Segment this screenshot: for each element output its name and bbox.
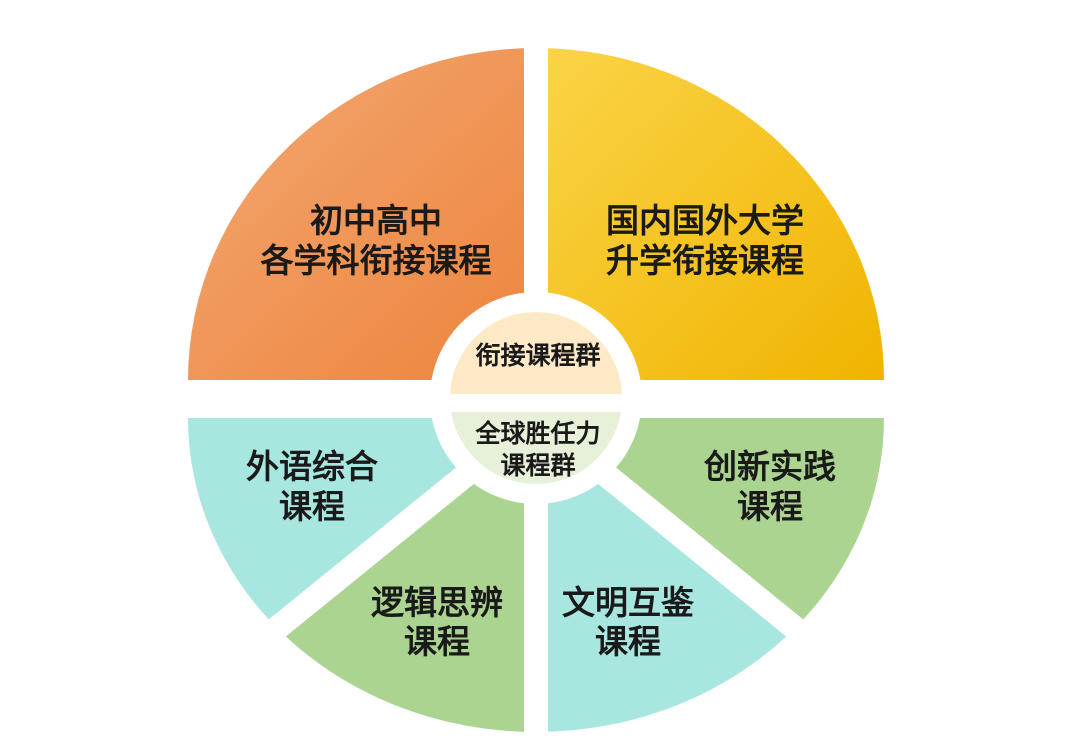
segment-label: 课程: [595, 622, 661, 661]
segment-label: 逻辑思辨: [371, 583, 503, 622]
segment-label: 国内国外大学: [606, 201, 804, 240]
center-top: [450, 312, 622, 394]
segment-middle-high-school: [188, 48, 536, 380]
segment-civilization: [536, 418, 795, 733]
segment-label: 外语综合: [246, 447, 378, 486]
center-bottom-label-2: 课程群: [500, 451, 575, 480]
center-bottom-label-1: 全球胜任力: [474, 419, 600, 448]
segment-label: 课程: [279, 487, 345, 526]
segment-label: 各学科衔接课程: [260, 241, 492, 280]
segment-label: 课程: [404, 622, 470, 661]
segment-logic: [277, 418, 536, 733]
segment-foreign-language: [187, 418, 536, 628]
center-bottom: [451, 412, 621, 484]
segment-label: 文明互鉴: [562, 583, 695, 622]
segment-label: 初中高中: [310, 201, 442, 240]
segment-label: 课程: [737, 487, 803, 526]
center-top-label: 衔接课程群: [475, 341, 600, 370]
segment-label: 创新实践: [703, 447, 836, 486]
segment-innovation: [536, 418, 885, 628]
segment-university: [536, 48, 884, 380]
segment-label: 升学衔接课程: [606, 241, 804, 280]
